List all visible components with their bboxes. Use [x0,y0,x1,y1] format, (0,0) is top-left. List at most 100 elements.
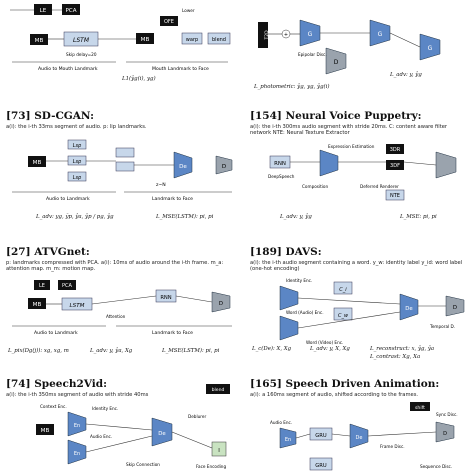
label-attention: Attention [106,314,126,319]
equation-c: L_c(De): X, Xg [252,346,292,352]
label-mouth-to-face: Mouth Landmark to Face [152,66,209,72]
box-3df: 3DF [390,163,400,169]
label-lower: Lower [182,8,195,13]
box-lsp-2: Lsp [73,159,82,165]
box-mb-2: MB [141,37,150,43]
atvgnet-diagram: LE PCA MB LSTM RNN D Attention Audio to … [12,280,232,336]
label-sequence-disc: Sequence Disc. [420,464,452,469]
box-de: De [179,164,187,170]
label-skip-connection: Skip Connection [126,462,160,467]
equation-adv: L_adv: y, X, Xg [310,346,350,352]
panel-description: a(i): the i-th 33ms segment of audio. p:… [6,124,147,130]
box-mb: MB [33,302,42,308]
label-frame-disc: Frame Disc. [380,444,405,449]
box-de: De [158,431,166,437]
box-d: D [443,431,447,437]
label-deepspeech: DeepSpeech [268,174,295,179]
panel-title: [27] ATVGnet: [6,246,90,258]
sd-cgan-diagram: MB Lsp Lsp Lsp De D z~N Audio to Landmar… [12,139,233,202]
box-le: LE [39,283,45,289]
box-3dr: 3DR [390,147,401,153]
box-blend: blend [212,387,225,393]
box-gru-1: GRU [315,433,327,439]
box-gru-2: GRU [315,463,327,469]
gan-top-right-diagram: T2D G G G D + Epipolar Disc. [258,19,441,75]
label-identity-enc: Identity Enc. [286,278,312,283]
box-mb: MB [33,160,42,166]
equation-mse: L_MSE(LSTM): pi, pi [162,348,220,354]
equation-adv: L_adv: y, ŷg [390,72,422,78]
audio-to-face-diagram: LE PCA MB LSTM MB OFE warp blend Lower S… [10,4,231,72]
box-pca: PCA [62,283,73,289]
label-landmark-to-face: Landmark to Face [152,330,193,336]
equation-mse: L_MSE(LSTM): pi, pi [156,214,214,220]
equation-photometric: L_photometric: ŷg, yg, ŷg(i) [254,84,330,90]
label-word-audio-enc: Word (Audio) Enc. [286,310,324,315]
panel-title: [165] Speech Driven Animation: [250,378,440,390]
davs-diagram: C_i C_w De D Identity Enc. Word (Audio) … [279,278,465,345]
box-d: D [334,59,339,66]
box-t2d: T2D [264,30,270,41]
label-skip-delay: Skip delay=20 [66,52,97,57]
box-lstm: LSTM [73,37,90,44]
panel-title: [189] DAVS: [250,246,322,258]
label-audio-enc: Audio Enc. [90,434,112,439]
box-ofe: OFE [164,19,174,25]
panel-description: p: landmarks compressed with PCA. a(i): … [6,260,224,273]
label-landmark-face: Landmark to Face [152,196,193,202]
label-identity-enc: Identity Enc. [92,406,118,411]
box-lsp-3: Lsp [73,175,82,181]
box-pca: PCA [65,8,76,14]
equation-adv: L_adv: y, ŷa, Xg [90,348,133,354]
label-composition: Composition [302,184,328,189]
panel-title: [154] Neural Voice Puppetry: [250,110,422,122]
label-audio-to-landmark: Audio to Landmark [34,330,78,336]
box-en: En [285,437,291,443]
label-sync-disc: Sync Disc. [436,412,458,417]
panel-speech2vid: [74] Speech2Vid: a(i): the i-th 350ms se… [6,378,238,474]
panel-neural-voice-puppetry: [154] Neural Voice Puppetry: a(i): the i… [250,110,472,228]
label-face-encoding: Face Encoding [196,464,226,469]
panel-sd-cgan: [73] SD-CGAN: a(i): the i-th 33ms segmen… [6,110,238,228]
box-i: I [218,448,220,454]
box-de: De [356,435,363,441]
panel-description: a(i): the i-th 300ms audio segment with … [250,124,448,137]
sum-node: + [284,32,288,38]
box-lsp-1: Lsp [73,143,82,149]
panel-description: a(i): a 160ms segment of audio, shifted … [250,392,419,398]
panel-atvgnet: [27] ATVGnet: p: landmarks compressed wi… [6,246,238,362]
box-g-2: G [378,31,383,38]
box-de: De [405,306,413,312]
equation-mse: L_MSE: pi, pi [400,214,437,220]
label-epipolar-disc: Epipolar Disc. [298,52,327,57]
equation-pix: L_pix(Dg(j)): xg, xg, m [8,348,69,354]
box-g-3: G [428,45,433,52]
box-cw: C_w [338,313,349,319]
box-g-1: G [308,31,313,38]
box-shift: shift [415,405,425,411]
equation-reconstruct: L_reconstruct: x, ŷg, ŷa [370,346,435,352]
label-deferred: Deferred Renderer [360,184,399,189]
box-d: D [222,164,226,170]
box-mb: MB [41,428,50,434]
panel-speech-driven-animation: [165] Speech Driven Animation: a(i): a 1… [250,378,472,474]
box-rnn: RNN [274,161,286,167]
label-expression: Expression Estimation [328,144,375,149]
label-deblurer: Deblurer [188,414,206,419]
label-z: z~N [156,182,166,188]
panel-davs: [189] DAVS: a(i): the i-th audio segment… [250,246,472,362]
box-blend: blend [212,37,226,43]
box-rnn: RNN [160,295,171,301]
speech2vid-diagram: MB En En De I blend Context Enc. Audio E… [36,384,230,469]
label-audio-enc: Audio Enc. [270,420,292,425]
label-audio-landmark: Audio to Landmark [46,196,90,202]
panel-audio-to-face: LE PCA MB LSTM MB OFE warp blend Lower S… [6,0,234,98]
neural-voice-puppetry-diagram: RNN 3DR 3DF NTE DeepSpeech Expression Es… [268,144,457,201]
equation-adv: L_adv: yg, ỹp, ŷa, ŷp / pg, ŷg [36,214,114,220]
box-lstm: LSTM [70,303,85,309]
box-warp: warp [186,37,198,43]
panel-description: a(i): the i-th 350ms segment of audio wi… [6,392,149,398]
box-en-2: En [74,451,80,457]
panel-gan-top-right: T2D G G G D + Epipolar Disc. L_adv: y, ŷ… [250,0,472,98]
